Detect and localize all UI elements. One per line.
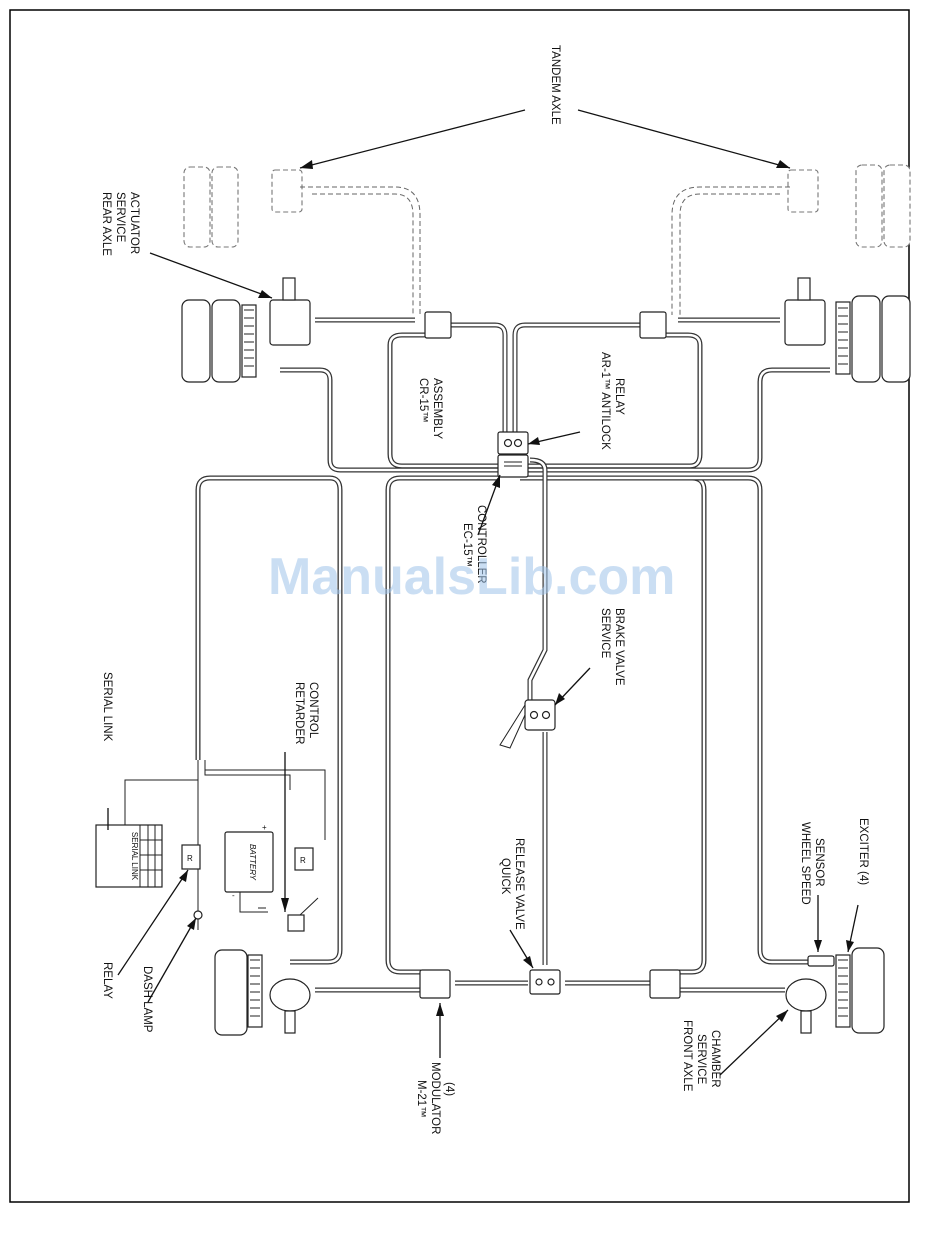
svg-text:SERIAL LINK: SERIAL LINK [101, 672, 113, 742]
svg-text:BRAKE VALVE: BRAKE VALVE [613, 608, 625, 686]
rear-left-modulator [425, 312, 451, 338]
retarder-box-text: R [300, 856, 306, 865]
rear-left-tire-outer [182, 300, 210, 382]
label-ar1-relay: AR-1™ ANTILOCK RELAY [599, 352, 625, 450]
wheel-speed-sensor-body [808, 956, 834, 966]
label-tandem-axle: TANDEM AXLE [549, 45, 561, 125]
svg-text:M-21™: M-21™ [415, 1080, 427, 1118]
battery-minus: - [232, 891, 235, 900]
label-quick-release-valve: QUICK RELEASE VALVE [499, 838, 525, 930]
label-service-brake-valve: SERVICE BRAKE VALVE [599, 608, 625, 686]
electrical-components: SERIAL LINK R BATTERY + - R [96, 760, 325, 931]
svg-text:FRONT AXLE: FRONT AXLE [681, 1020, 693, 1092]
front-right-modulator [650, 970, 680, 998]
label-m21-modulator: M-21™ MODULATOR (4) [415, 1062, 455, 1134]
rear-right-tire-outer [882, 296, 910, 382]
rear-axle [182, 278, 910, 382]
relay-box-text: R [187, 854, 193, 863]
label-relay: RELAY [101, 962, 113, 999]
front-right-chamber [786, 979, 826, 1011]
ar1-antilock-relay [498, 432, 528, 454]
serial-link-box-text: SERIAL LINK [130, 832, 139, 881]
svg-text:TANDEM AXLE: TANDEM AXLE [549, 45, 561, 125]
svg-text:MODULATOR: MODULATOR [429, 1062, 441, 1134]
front-left-modulator [420, 970, 450, 998]
svg-text:RETARDER: RETARDER [293, 682, 305, 744]
cr15-assembly-block [498, 432, 528, 477]
svg-text:CONTROL: CONTROL [307, 682, 319, 739]
retarder-switch [288, 915, 304, 931]
battery-plus: + [262, 823, 267, 832]
watermark: ManualsLib.com [268, 548, 675, 606]
svg-text:EXCITER (4): EXCITER (4) [857, 818, 869, 885]
label-front-axle-chamber: FRONT AXLE SERVICE CHAMBER [681, 1020, 721, 1092]
svg-text:WHEEL SPEED: WHEEL SPEED [799, 822, 811, 905]
svg-text:SERVICE: SERVICE [114, 192, 126, 243]
rear-left-tire-inner [212, 300, 240, 382]
svg-text:RELAY: RELAY [613, 378, 625, 415]
label-serial-link: SERIAL LINK [101, 672, 113, 742]
svg-text:ASSEMBLY: ASSEMBLY [431, 378, 443, 439]
label-exciter: EXCITER (4) [857, 818, 869, 885]
front-left-chamber [270, 979, 310, 1011]
quick-release-valve-body [530, 970, 560, 994]
rear-right-actuator [785, 300, 825, 345]
svg-text:CR-15™: CR-15™ [417, 378, 429, 423]
svg-text:(4): (4) [443, 1082, 455, 1096]
label-cr15-assembly: CR-15™ ASSEMBLY [417, 378, 443, 439]
label-rear-axle-actuator: REAR AXLE SERVICE ACTUATOR [100, 192, 140, 256]
rear-right-exciter [836, 302, 850, 374]
svg-text:SERVICE: SERVICE [599, 608, 611, 659]
svg-text:ACTUATOR: ACTUATOR [128, 192, 140, 254]
svg-text:REAR AXLE: REAR AXLE [100, 192, 112, 256]
serial-link-box [96, 825, 162, 887]
front-left-tire [215, 950, 247, 1035]
svg-text:RELEASE VALVE: RELEASE VALVE [513, 838, 525, 930]
rear-right-tire-inner [852, 296, 880, 382]
svg-text:RELAY: RELAY [101, 962, 113, 999]
svg-text:DASH LAMP: DASH LAMP [141, 966, 153, 1033]
rear-left-actuator [270, 300, 310, 345]
battery-text: BATTERY [248, 844, 257, 881]
svg-text:AR-1™ ANTILOCK: AR-1™ ANTILOCK [599, 352, 611, 450]
rear-right-modulator [640, 312, 666, 338]
dash-lamp [194, 911, 202, 919]
svg-text:QUICK: QUICK [499, 858, 511, 895]
svg-text:SERVICE: SERVICE [695, 1034, 707, 1085]
label-retarder-control: RETARDER CONTROL [293, 682, 319, 744]
front-right-tire [852, 948, 884, 1033]
svg-text:CHAMBER: CHAMBER [709, 1030, 721, 1088]
svg-text:SENSOR: SENSOR [813, 838, 825, 887]
label-dash-lamp: DASH LAMP [141, 966, 153, 1033]
label-wheel-speed-sensor: WHEEL SPEED SENSOR [799, 822, 825, 905]
